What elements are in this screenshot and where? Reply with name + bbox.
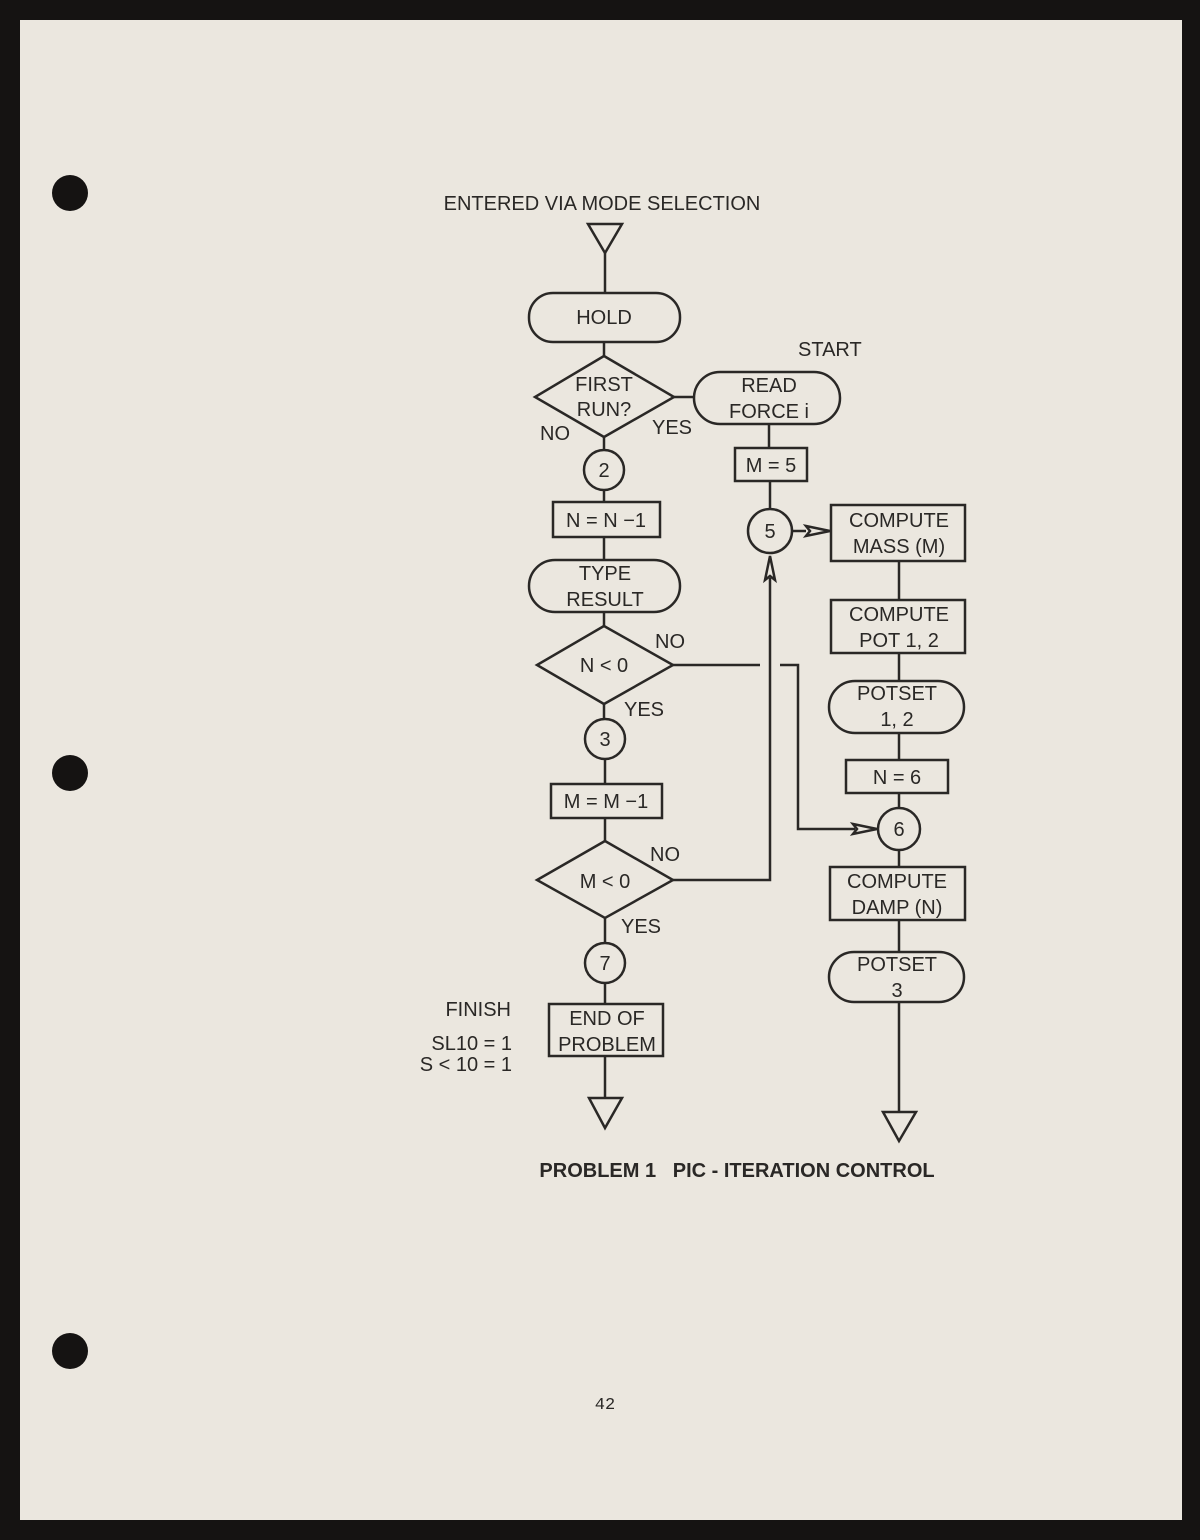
read-force-label-line2: FORCE i xyxy=(729,401,809,423)
read-force-label-line1: READ xyxy=(741,375,797,397)
n-decrement-label: N = N −1 xyxy=(566,510,646,532)
connector-3-label: 3 xyxy=(599,729,610,751)
end-of-problem-label-line2: PROBLEM xyxy=(558,1034,656,1056)
type-result-label-line1: TYPE xyxy=(579,563,631,585)
arrowhead-icon xyxy=(763,555,777,584)
arrowhead-icon xyxy=(802,524,831,538)
m-less-than-0-yes-label: YES xyxy=(621,916,661,938)
finish-condition-1: SL10 = 1 xyxy=(431,1033,512,1055)
m-decrement-label: M = M −1 xyxy=(564,791,648,813)
potset-1-2-terminal xyxy=(827,679,966,735)
first-run-yes-label: YES xyxy=(652,417,692,439)
connector-7-label: 7 xyxy=(599,953,610,975)
exit-terminal-triangle-left xyxy=(586,1096,625,1131)
potset-1-2-label-line1: POTSET xyxy=(857,683,937,705)
compute-pot-label-line2: POT 1, 2 xyxy=(859,630,939,652)
start-label: START xyxy=(798,339,862,361)
exit-terminal-triangle-right xyxy=(880,1110,919,1144)
first-run-label-line2: RUN? xyxy=(577,399,631,421)
connector-5-label: 5 xyxy=(764,521,775,543)
compute-damp-box xyxy=(828,865,967,922)
n-equals-6-box xyxy=(844,758,950,795)
document-page xyxy=(20,20,1182,1520)
connector-6-label: 6 xyxy=(893,819,904,841)
entry-terminal-triangle xyxy=(585,222,625,256)
page-number: 42 xyxy=(595,1396,615,1415)
compute-damp-label-line2: DAMP (N) xyxy=(852,897,943,919)
read-force-terminal xyxy=(692,370,842,426)
end-of-problem-label-line1: END OF xyxy=(569,1008,645,1030)
m-equals-5-label: M = 5 xyxy=(746,455,797,477)
n-equals-6-label: N = 6 xyxy=(873,767,921,789)
hold-label: HOLD xyxy=(576,307,632,329)
n-no-branch-line xyxy=(780,663,855,831)
m-decrement-box xyxy=(549,782,664,820)
finish-condition-2: S < 10 = 1 xyxy=(420,1054,512,1076)
n-less-than-0-label: N < 0 xyxy=(580,655,628,677)
finish-label: FINISH xyxy=(445,999,511,1021)
first-run-no-label: NO xyxy=(540,423,570,445)
punch-hole-middle xyxy=(52,755,88,791)
compute-damp-label-line1: COMPUTE xyxy=(847,871,947,893)
n-less-than-0-yes-label: YES xyxy=(624,699,664,721)
m-less-than-0-label: M < 0 xyxy=(580,871,631,893)
compute-mass-label-line1: COMPUTE xyxy=(849,510,949,532)
type-result-label-line2: RESULT xyxy=(566,589,643,611)
connector-2-label: 2 xyxy=(598,460,609,482)
arrowhead-icon xyxy=(849,822,878,836)
figure-caption: PROBLEM 1 PIC - ITERATION CONTROL xyxy=(539,1160,934,1182)
n-less-than-0-no-label: NO xyxy=(655,631,685,653)
punch-hole-bottom xyxy=(52,1333,88,1369)
potset-1-2-label-line2: 1, 2 xyxy=(880,709,913,731)
compute-mass-label-line2: MASS (M) xyxy=(853,536,945,558)
n-decrement-box xyxy=(551,500,662,539)
entry-label: ENTERED VIA MODE SELECTION xyxy=(444,193,761,215)
potset-3-terminal xyxy=(827,950,966,1004)
m-no-branch-line xyxy=(673,578,772,882)
potset-3-label-line1: POTSET xyxy=(857,954,937,976)
first-run-label-line1: FIRST xyxy=(575,374,633,396)
punch-hole-top xyxy=(52,175,88,211)
m-less-than-0-no-label: NO xyxy=(650,844,680,866)
compute-pot-label-line1: COMPUTE xyxy=(849,604,949,626)
potset-3-label-line2: 3 xyxy=(891,980,902,1002)
